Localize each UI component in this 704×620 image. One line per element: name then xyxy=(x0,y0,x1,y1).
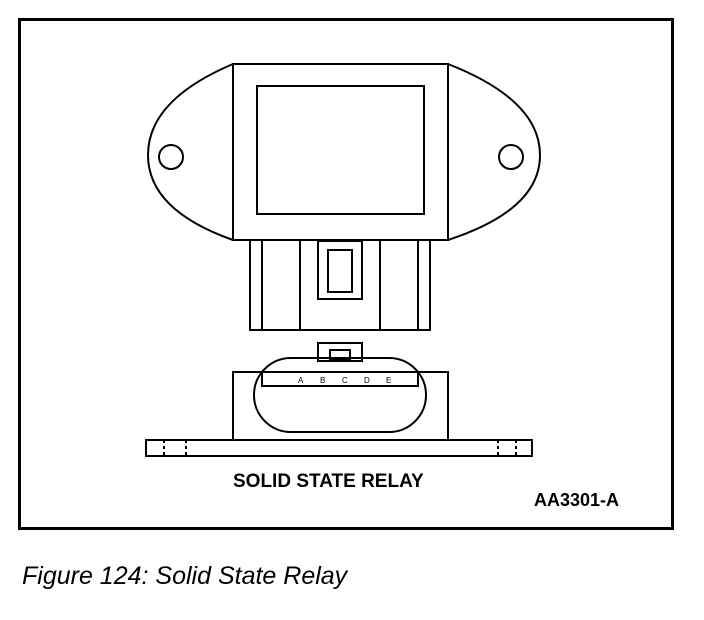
figure-frame xyxy=(18,18,674,530)
figure-caption: Figure 124: Solid State Relay xyxy=(22,562,348,590)
right-mounting-hole xyxy=(498,144,524,170)
pin-label: B xyxy=(320,376,325,385)
harness-connector-base xyxy=(232,371,449,441)
pin-label: A xyxy=(298,376,304,385)
connector-oval-face xyxy=(253,357,427,433)
relay-connector-housing xyxy=(249,240,431,331)
connector-pin-labels: A B C D E xyxy=(298,376,391,385)
mounting-base-plate xyxy=(145,439,533,457)
connector-lock-tab xyxy=(317,240,363,300)
left-mounting-hole xyxy=(158,144,184,170)
pin-label: D xyxy=(364,376,370,385)
part-number: AA3301-A xyxy=(534,490,619,510)
connector-pin-strip xyxy=(261,371,419,387)
relay-top-panel xyxy=(256,85,425,215)
diagram-title: SOLID STATE RELAY xyxy=(233,471,424,492)
pin-label: E xyxy=(386,376,391,385)
pin-label: C xyxy=(342,376,348,385)
